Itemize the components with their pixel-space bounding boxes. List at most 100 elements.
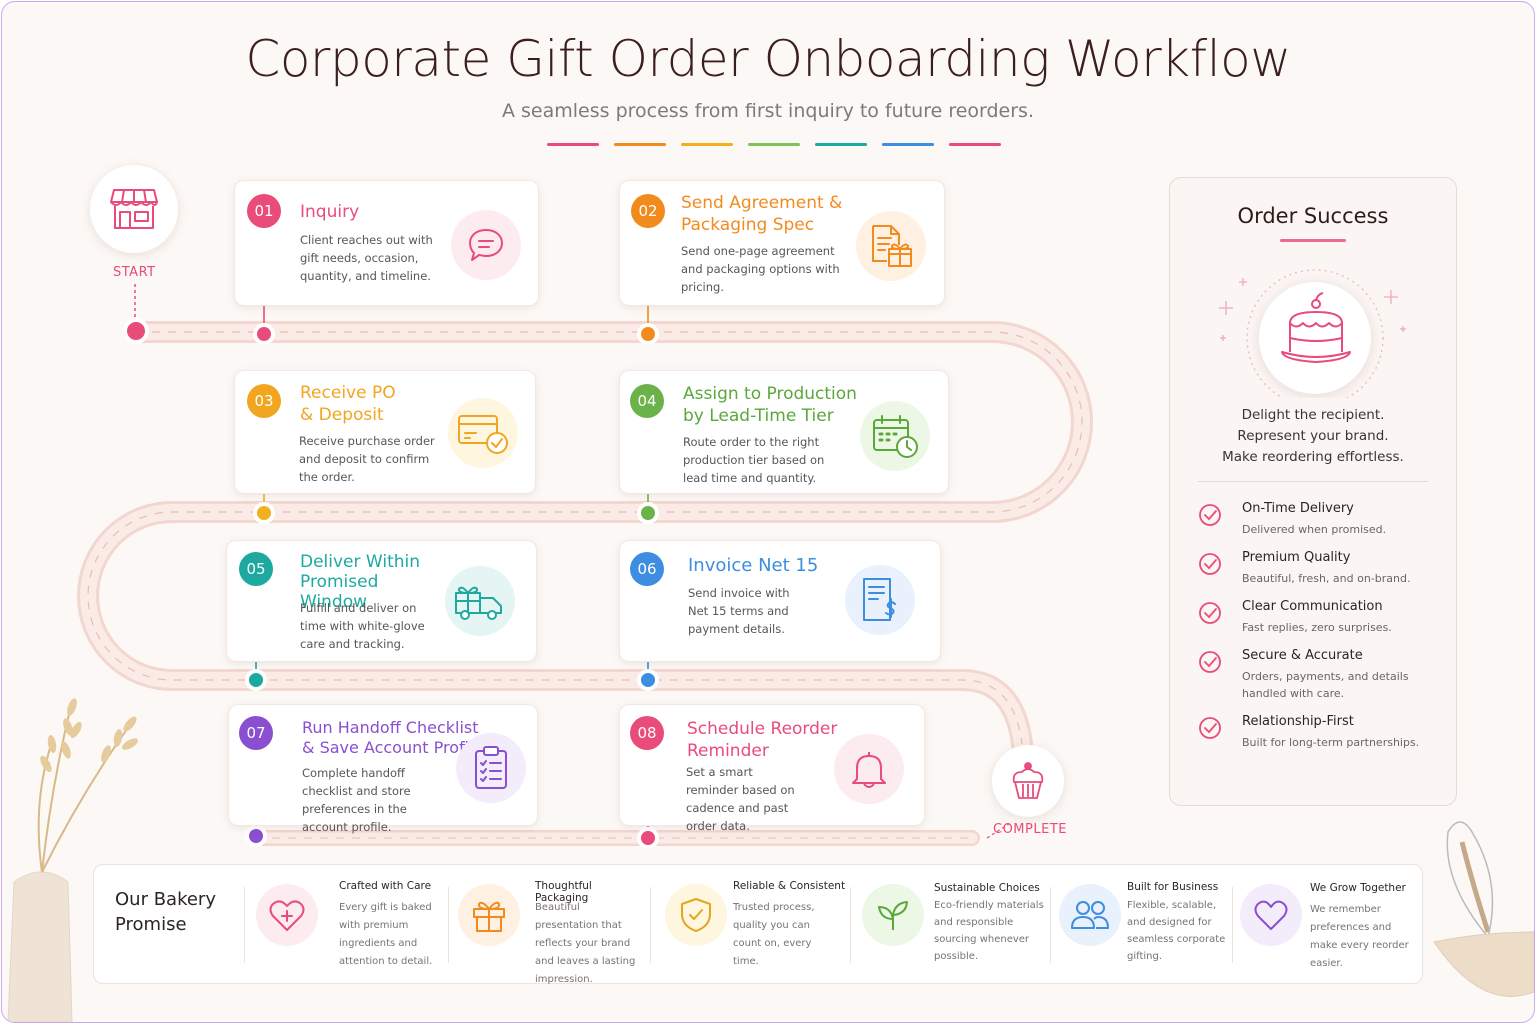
step-badge-02: 02 [631,194,665,228]
color-bar-6 [882,143,934,146]
road-dot-01 [253,323,275,345]
step-title: Run Handoff Checklist & Save Account Pro… [302,718,484,757]
check-circle-icon [1199,504,1221,526]
road-path [77,321,1093,846]
promise-name: We Grow Together [1310,882,1406,894]
color-bar-3 [681,143,733,146]
check-circle-icon [1199,602,1221,624]
start-dot [123,318,149,344]
complete-marker [992,745,1064,817]
check-circle-icon [1199,553,1221,575]
promise-icon-bg [1059,884,1121,946]
gift-box-icon [473,901,505,932]
benefit-name: Clear Communication [1242,599,1383,614]
step-desc: Fulfill and deliver on time with white-g… [300,601,425,651]
step-title: Send Agreement & Packaging Spec [681,193,843,235]
promise-name: Crafted with Care [339,880,432,892]
invoice-dollar-icon [863,578,896,621]
road-dot-02 [637,323,659,345]
promise-desc: We remember preferences and make every r… [1310,904,1409,969]
promise-title: Our Bakery Promise [115,889,216,935]
benefit-desc: Built for long-term partnerships. [1242,736,1420,749]
complete-label: COMPLETE [993,822,1067,837]
heart-outline-icon [1254,900,1288,930]
promise-desc: Eco-friendly materials and responsible s… [934,900,1044,962]
promise-desc: Beautiful presentation that reflects you… [535,902,636,985]
color-bar-1 [547,143,599,146]
promise-name: Built for Business [1127,881,1219,893]
step-desc: Set a smart reminder based on cadence an… [686,765,795,833]
promise-icon-bg [862,884,924,946]
step-desc: Route order to the right production tier… [683,435,825,485]
color-bar-2 [614,143,666,146]
step-card-01: Inquiry Client reaches out with gift nee… [234,180,539,306]
benefit-name: On-Time Delivery [1242,501,1354,516]
complete-connector [986,821,1013,839]
clipboard-checklist-icon [475,746,507,789]
wheat-vase-decor [7,698,139,1022]
color-bar-4 [748,143,800,146]
benefit-desc: Orders, payments, and details handled wi… [1242,670,1409,700]
title-underline [1280,239,1346,242]
promise-divider [650,887,651,963]
step-icon-bg [451,210,521,280]
step-title: Receive PO & Deposit [300,383,396,425]
step-desc: Send invoice with Net 15 terms and payme… [688,586,790,636]
shield-check-icon [681,898,711,932]
promise-desc: Trusted process, quality you can count o… [733,902,815,967]
sprout-icon [878,901,908,930]
step-icon-bg [448,398,518,468]
step-title: Assign to Production by Lead-Time Tier [683,384,857,426]
step-badge-05: 05 [239,552,273,586]
tagline-line-2: Represent your brand. [1237,428,1389,444]
bakery-promise-panel: Our Bakery Promise Crafted with Care Eve… [93,864,1423,985]
step-icon-bg [845,565,915,635]
card-check-icon [458,415,508,454]
start-marker [90,165,178,253]
cake-illustration [1219,269,1406,398]
promise-icon-bg [1240,884,1302,946]
order-success-panel: Order Success Delight [1169,177,1457,806]
check-circle-icon [1199,651,1221,673]
tagline-line-3: Make reordering effortless. [1222,449,1404,465]
step-card-02: Send Agreement & Packaging Spec Send one… [619,180,945,306]
step-desc: Client reaches out with gift needs, occa… [300,233,433,283]
page-subtitle: A seamless process from first inquiry to… [502,100,1034,122]
road-dot-03 [253,502,275,524]
bell-icon [852,752,886,788]
people-icon [1071,901,1109,929]
promise-desc: Every gift is baked with premium ingredi… [339,902,433,967]
start-label: START [113,265,156,280]
step-icon-bg [856,211,926,281]
road-dot-07 [245,825,267,847]
step-card-06: Invoice Net 15 Send invoice with Net 15 … [619,540,941,662]
promise-item: We Grow Together We remember preferences… [1240,865,1420,983]
step-card-03: Receive PO & Deposit Receive purchase or… [234,370,536,494]
benefit-name: Secure & Accurate [1242,648,1363,663]
step-badge-03: 03 [247,384,281,418]
promise-divider [448,887,449,963]
step-card-07: Run Handoff Checklist & Save Account Pro… [228,704,538,834]
step-badge-06: 06 [630,552,664,586]
panel-divider [1198,481,1428,482]
step-card-05: Deliver Within Promised Window Fulfill a… [226,540,537,662]
promise-icon-bg [458,884,520,946]
promise-desc: Flexible, scalable, and designed for sea… [1127,900,1226,962]
step-icon-bg [860,401,930,471]
step-icon-bg [445,566,515,636]
promise-divider [1232,887,1233,963]
cake-icon [1281,292,1351,363]
road-dot-04 [637,502,659,524]
promise-item: Thoughtful Packaging Beautiful presentat… [456,865,646,985]
promise-divider [244,887,245,963]
whisk-bowl-decor [1433,821,1534,997]
tagline-line-1: Delight the recipient. [1241,407,1385,423]
step-badge-01: 01 [247,194,281,228]
heart-plus-icon [269,900,305,931]
page-title: Corporate Gift Order Onboarding Workflow [245,30,1291,88]
promise-item: Crafted with Care Every gift is baked wi… [254,865,444,983]
order-success-title: Order Success [1237,204,1389,228]
step-desc: Receive purchase order and deposit to co… [299,434,435,484]
step-title: Inquiry [300,202,360,222]
benefit-desc: Beautiful, fresh, and on-brand. [1242,572,1411,585]
